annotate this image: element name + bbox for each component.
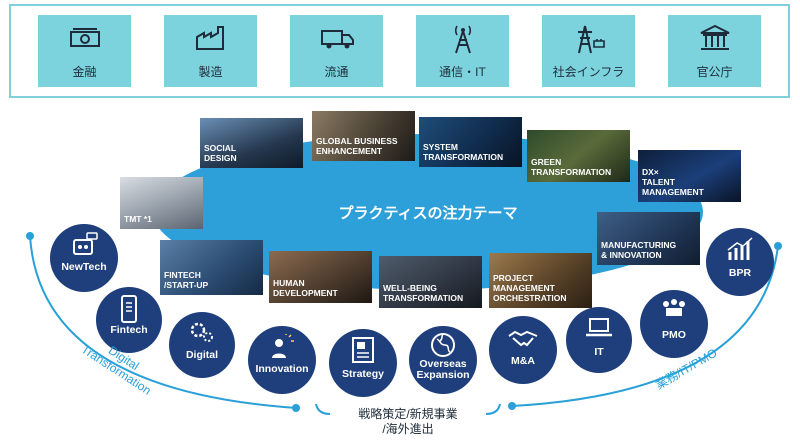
- robot-icon: [73, 232, 98, 255]
- capability-label: M&A: [511, 355, 535, 367]
- industry-card-finance: 金融: [38, 15, 131, 87]
- industry-label: 通信・IT: [439, 65, 486, 79]
- strategy-document-icon: [352, 337, 374, 363]
- capability-label: Overseas Expansion: [416, 358, 470, 381]
- industry-card-infrastructure: 社会インフラ: [542, 15, 635, 87]
- capability-digital: Digital: [169, 312, 235, 378]
- left-arc-dot: [26, 232, 34, 240]
- theme-label: HUMAN DEVELOPMENT: [273, 278, 338, 298]
- theme-green-transformation: GREEN TRANSFORMATION: [527, 130, 630, 182]
- theme-label: DX× TALENT MANAGEMENT: [642, 167, 704, 197]
- theme-human-development: HUMAN DEVELOPMENT: [269, 251, 372, 303]
- capability-strategy: Strategy: [329, 329, 397, 397]
- industry-label: 製造: [198, 65, 223, 79]
- theme-label: SOCIAL DESIGN: [204, 143, 237, 163]
- strategy-new-business-label: 戦略策定/新規事業 /海外進出: [358, 407, 458, 436]
- smartphone-icon: [121, 295, 137, 323]
- capability-label: Strategy: [341, 368, 384, 380]
- capability-label: NewTech: [61, 261, 107, 273]
- capability-overseas: Overseas Expansion: [409, 326, 477, 394]
- industry-bar: [9, 4, 790, 98]
- factory-icon: [196, 26, 224, 50]
- theme-label: WELL-BEING TRANSFORMATION: [383, 283, 464, 303]
- theme-label: TMT *1: [124, 214, 152, 224]
- capability-it: IT: [566, 307, 632, 373]
- capability-ma: M&A: [489, 316, 557, 384]
- capability-label: PMO: [662, 329, 686, 341]
- theme-system-transformation: SYSTEM TRANSFORMATION: [419, 117, 522, 167]
- industry-card-distribution: 流通: [290, 15, 383, 87]
- truck-icon: [321, 30, 354, 49]
- capability-newtech: NewTech: [50, 224, 118, 292]
- capability-label: IT: [594, 346, 604, 358]
- power-tower-icon: [578, 25, 605, 54]
- theme-label: FINTECH /START-UP: [164, 270, 209, 290]
- theme-well-being: WELL-BEING TRANSFORMATION: [379, 256, 482, 308]
- idea-person-icon: [272, 334, 294, 358]
- industry-label: 官公庁: [696, 65, 733, 79]
- industry-label: 流通: [324, 65, 349, 79]
- theme-fintech-startup: FINTECH /START-UP: [160, 240, 263, 295]
- industry-label: 社会インフラ: [552, 65, 625, 79]
- right-arc-end-dot: [508, 402, 516, 410]
- capability-label: Digital: [185, 349, 219, 361]
- right-arc: [511, 245, 779, 407]
- theme-label: GREEN TRANSFORMATION: [531, 157, 612, 177]
- capability-bpr: BPR: [706, 228, 774, 296]
- capability-label: Fintech: [110, 324, 148, 336]
- capability-innovation: Innovation: [248, 326, 316, 394]
- left-arc: [29, 235, 297, 409]
- gears-icon: [190, 322, 213, 342]
- handshake-icon: [508, 330, 538, 347]
- government-building-icon: [700, 24, 730, 50]
- capability-pmo: PMO: [640, 290, 708, 358]
- money-icon: [70, 28, 100, 47]
- theme-label: SYSTEM TRANSFORMATION: [423, 142, 504, 162]
- theme-label: GLOBAL BUSINESS ENHANCEMENT: [316, 136, 398, 156]
- theme-social-design: SOCIAL DESIGN: [200, 118, 303, 168]
- globe-icon: [431, 333, 455, 357]
- industry-card-government: 官公庁: [668, 15, 761, 87]
- theme-dx-talent: DX× TALENT MANAGEMENT: [638, 150, 741, 202]
- right-arc-dot: [774, 242, 782, 250]
- theme-manufacturing: MANUFACTURING & INNOVATION: [597, 212, 700, 265]
- theme-global-business: GLOBAL BUSINESS ENHANCEMENT: [312, 111, 415, 161]
- industry-card-manufacturing: 製造: [164, 15, 257, 87]
- industry-card-telecom: 通信・IT: [416, 15, 509, 87]
- capability-fintech: Fintech: [96, 287, 162, 353]
- left-arc-end-dot: [292, 404, 300, 412]
- capability-label: Innovation: [255, 363, 309, 375]
- bottom-bracket: [315, 403, 501, 415]
- center-title: プラクティスの注力テーマ: [338, 205, 518, 222]
- theme-project-management: PROJECT MANAGEMENT ORCHESTRATION: [489, 253, 592, 308]
- antenna-icon: [455, 25, 471, 54]
- bar-chart-icon: [727, 237, 753, 260]
- laptop-icon: [586, 318, 612, 337]
- industry-label: 金融: [72, 65, 97, 79]
- meeting-icon: [663, 299, 685, 316]
- theme-tmt: TMT *1: [120, 177, 203, 229]
- capability-label: BPR: [728, 267, 752, 279]
- theme-label: PROJECT MANAGEMENT ORCHESTRATION: [493, 273, 567, 303]
- theme-label: MANUFACTURING & INNOVATION: [601, 240, 677, 260]
